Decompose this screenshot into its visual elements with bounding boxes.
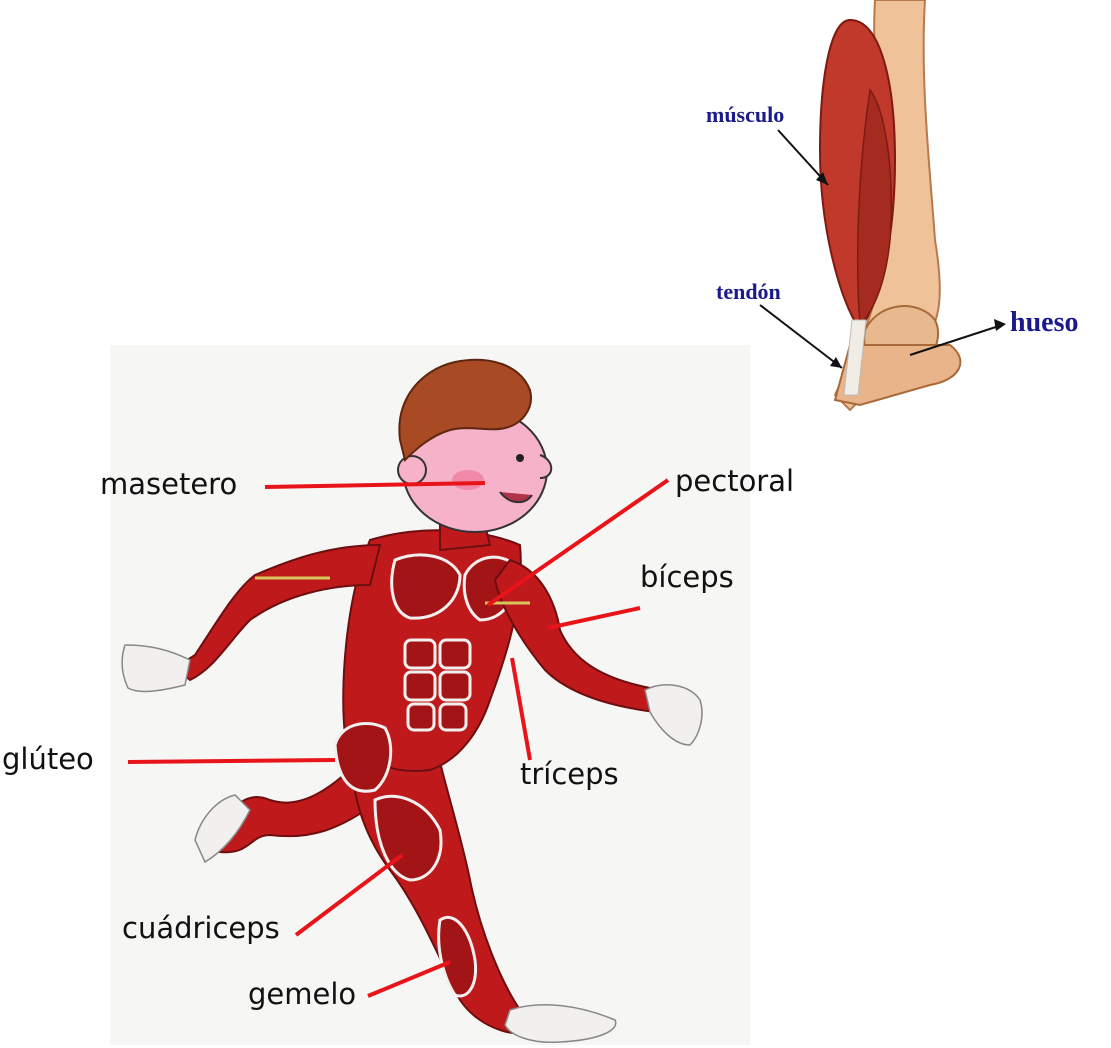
eye <box>516 454 524 462</box>
abdominal-segment <box>405 640 435 668</box>
cuadriceps-label: cuádriceps <box>122 914 280 943</box>
abdominal-segment <box>440 704 466 730</box>
triceps-label: tríceps <box>520 760 619 789</box>
hueso-label: hueso <box>1010 309 1078 337</box>
abdominal-segment <box>440 672 470 700</box>
cheek <box>452 470 484 490</box>
arm-illustration <box>706 0 1006 415</box>
ear <box>398 456 426 484</box>
musculo-label: músculo <box>706 104 784 126</box>
tendon-label: tendón <box>716 281 781 303</box>
gemelo-label: gemelo <box>248 980 356 1009</box>
biceps-label: bíceps <box>640 563 734 592</box>
abdominal-segment <box>405 672 435 700</box>
gluteo-pointer <box>128 760 335 762</box>
masetero-label: masetero <box>100 470 237 499</box>
abdominal-segment <box>408 704 434 730</box>
gluteo-label: glúteo <box>2 745 94 774</box>
abdominal-segment <box>440 640 470 668</box>
pectoral-label: pectoral <box>675 467 794 496</box>
